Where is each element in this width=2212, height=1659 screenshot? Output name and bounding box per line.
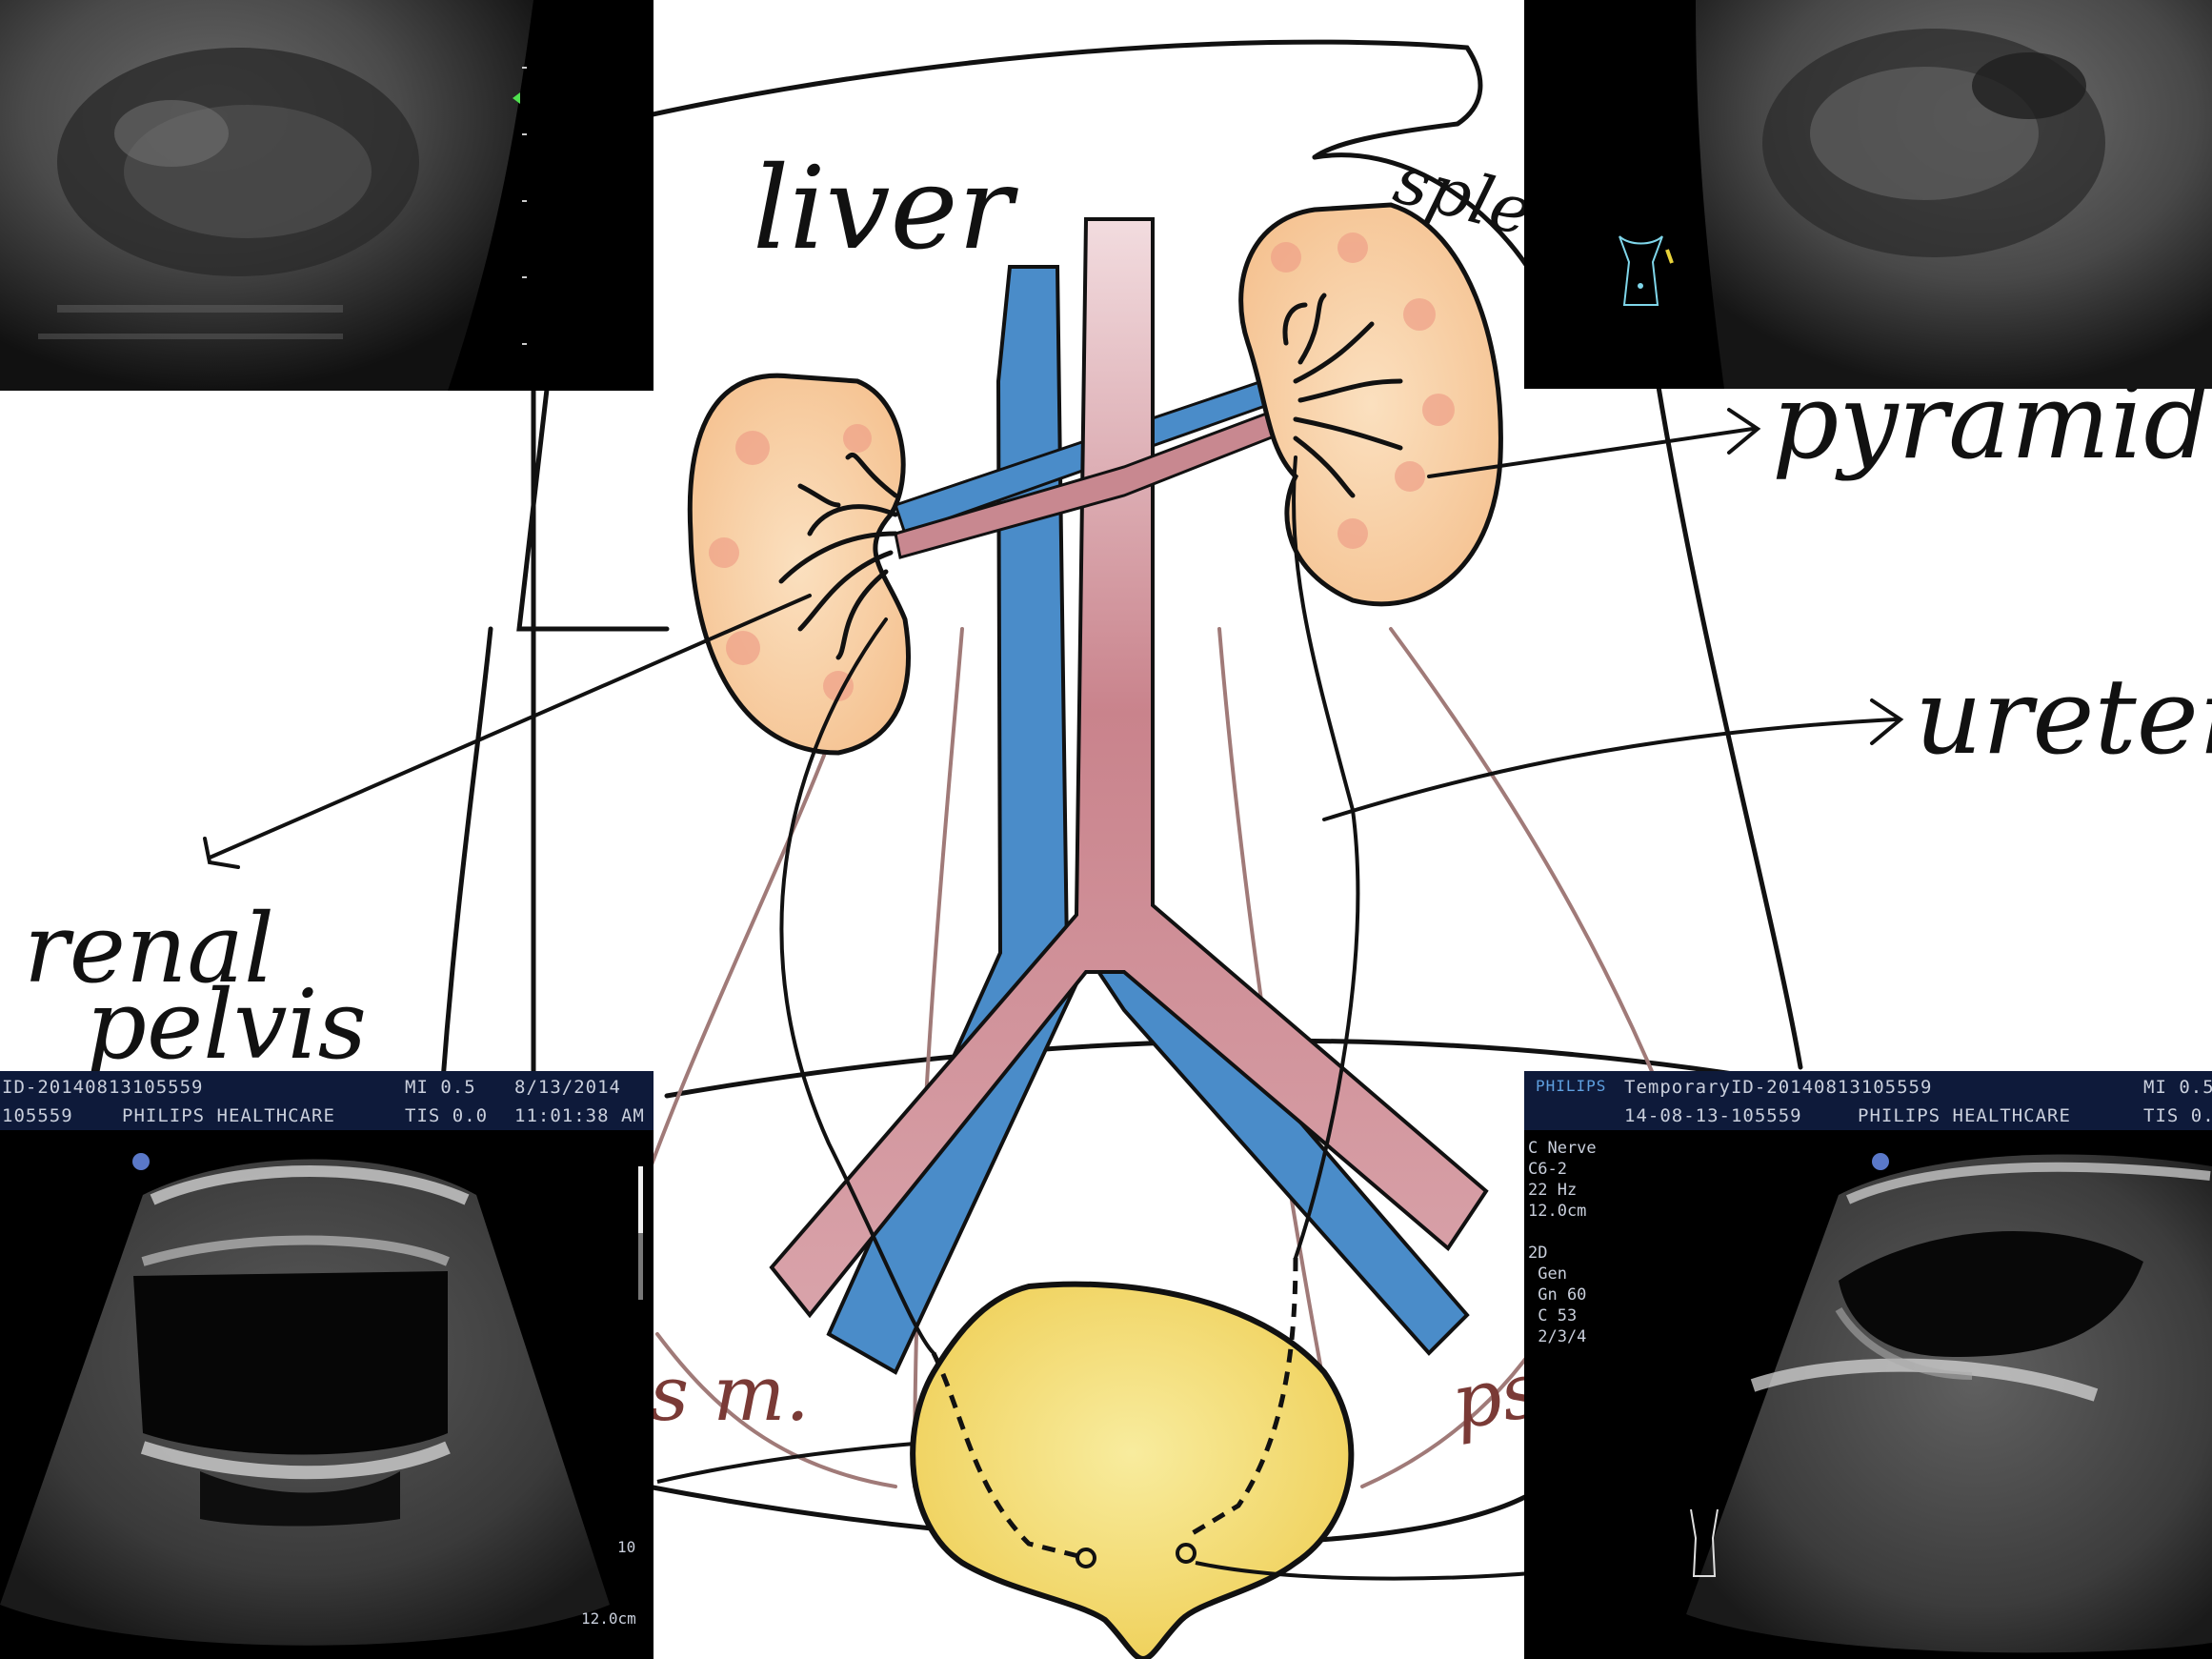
depth-label: 12.0cm [581,1609,636,1628]
ultrasound-bottom-left: ID-20140813105559 MI 0.5 8/13/2014 10555… [0,1071,654,1659]
ultrasound-bottom-right: PHILIPS TemporaryID-20140813105559 MI 0.… [1524,1071,2212,1659]
body-marker-icon [1619,236,1662,305]
label-renal-pelvis-2: pelvis [86,969,367,1081]
ultrasound-top-right [1524,0,2212,389]
scan-parameters: C Nerve C6-2 22 Hz 12.0cm 2D Gen Gn 60 C… [1528,1138,1597,1347]
label-psoas-left: s m. [650,1349,810,1438]
ultrasound-top-left [0,0,654,391]
kidney-left [690,375,908,753]
depth-mark: 10 [617,1538,635,1556]
kidney-right [1241,205,1501,604]
label-liver: liver [753,143,1019,275]
